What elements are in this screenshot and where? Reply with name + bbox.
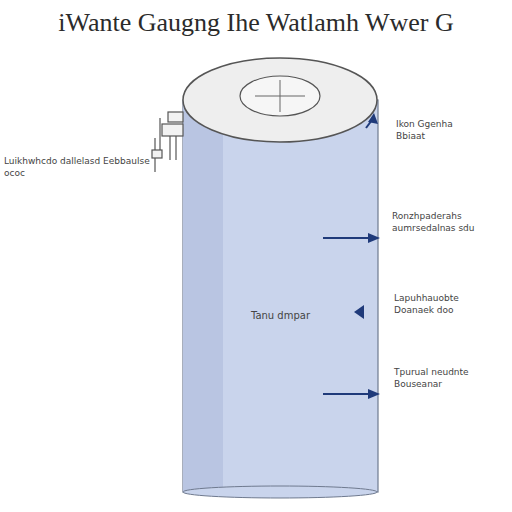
tank-node: Tanu dmpar (185, 150, 376, 480)
port-line (280, 80, 281, 112)
pipe-fittings (152, 112, 183, 172)
tank-top (183, 58, 377, 142)
tank-shade (183, 100, 223, 492)
callout-label: Ronzhpaderahs aumrsedalnas sdu (392, 210, 488, 234)
tank-label: Tanu dmpar (251, 310, 310, 321)
diagram-title: iWante Gaugng Ihe Watlamh Wwer G (58, 8, 454, 38)
callout-label: Luikhwhcdo dallelasd Eebbaulse ococ (4, 155, 154, 179)
callout-label: Lapuhhauobte Doanaek doo (394, 292, 490, 316)
tank-bottom (183, 486, 377, 498)
callout-label: Ikon Ggenha Bbiaat (396, 118, 476, 142)
leader-arrows (323, 113, 380, 399)
callout-label: Tpurual neudnte Bouseanar (394, 366, 504, 390)
top-port (240, 76, 320, 116)
tank-body (183, 100, 378, 492)
